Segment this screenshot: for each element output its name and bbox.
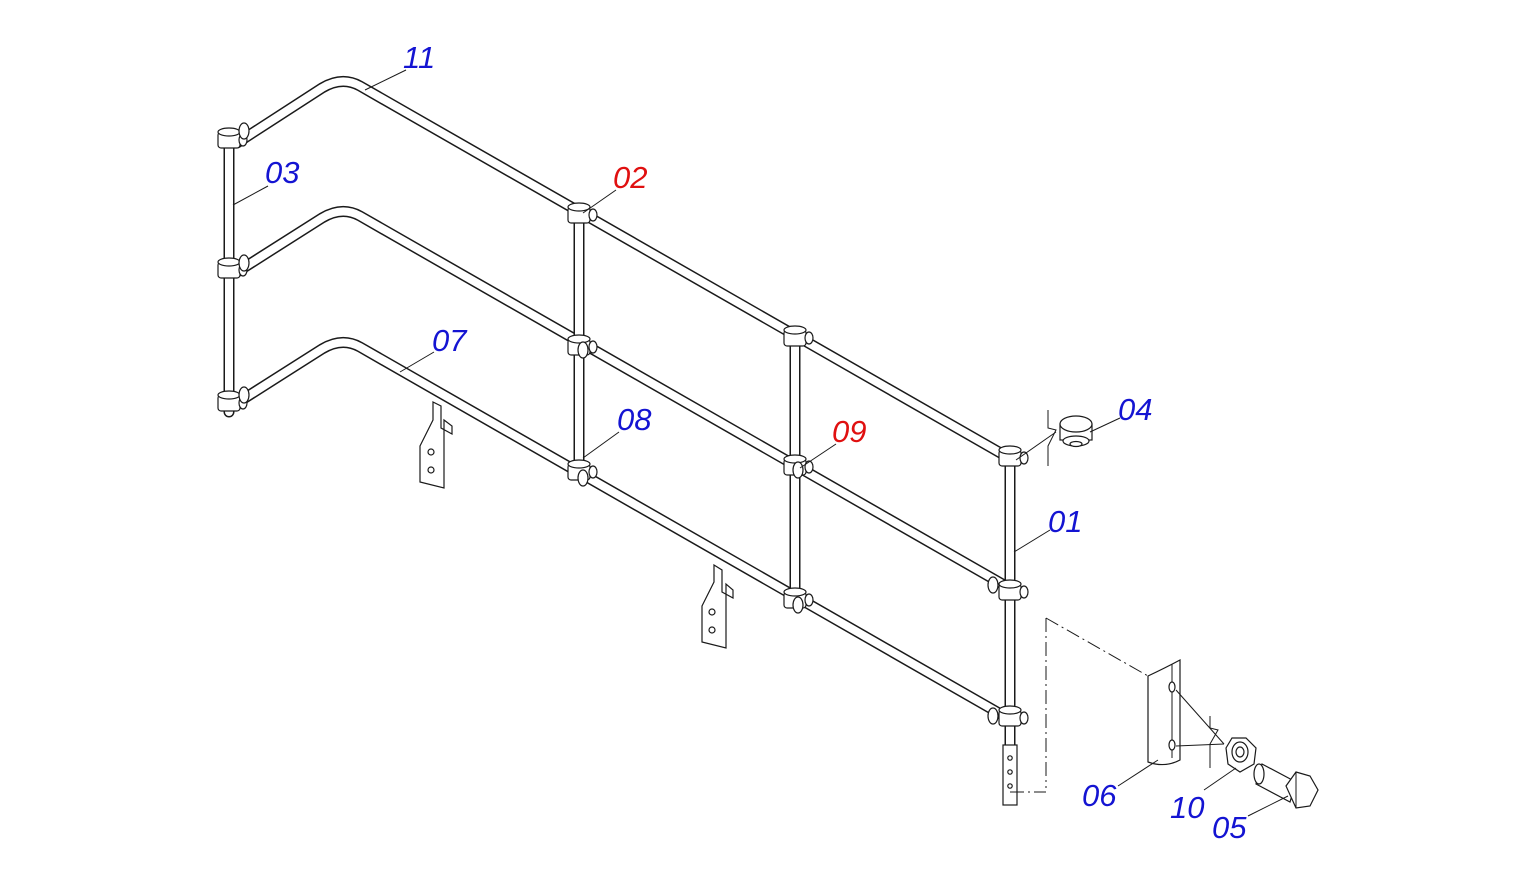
callout-10: 10 [1170,790,1205,825]
mounting-bracket [419,401,453,489]
clamp-fitting [783,325,814,347]
hex-bolt [1253,763,1319,809]
callout-leader [582,189,617,214]
axis-line [1015,431,1057,461]
callout-03: 03 [265,155,300,190]
rail-clamp-collar [987,707,999,725]
callout-02: 02 [613,160,648,195]
post-foot-hole [1007,783,1013,789]
hex-nut [1225,737,1257,773]
base-plate [1147,659,1181,766]
clamp-fitting [998,579,1029,601]
callout-06: 06 [1082,778,1117,813]
axis-line [1175,743,1225,747]
top-rail-fill [233,77,1008,459]
callout-07: 07 [432,323,467,358]
clamp-fitting [998,445,1029,467]
middle-rail [231,206,1010,591]
clamp-fitting [217,390,248,412]
callout-leader [582,431,620,459]
callout-11: 11 [403,40,436,75]
middle-rail-fill [233,207,1008,589]
callout-leader [1203,767,1237,791]
post-foot-hole [1007,769,1013,775]
callout-leader [1117,759,1159,787]
top-rail [231,76,1010,461]
post-foot [1002,744,1018,806]
clamp-fitting [217,127,248,149]
rail-clamp-collar [238,386,250,404]
axis-line [1175,689,1225,745]
post-foot-hole [1007,755,1013,761]
callout-leader [364,69,407,91]
callout-leader [232,185,269,206]
callout-05: 05 [1212,810,1247,845]
rail-clamp-collar [238,122,250,140]
callout-leader [799,443,837,469]
center-line [1045,617,1149,677]
callout-leader [1013,529,1051,553]
end-cap [1059,415,1093,448]
clamp-fitting [998,705,1029,727]
rail-clamp-collar [792,596,804,614]
rail-clamp-collar [577,341,589,359]
callout-leader [1089,417,1121,433]
rail-clamp-collar [792,461,804,479]
mounting-bracket [701,563,734,649]
bottom-rail [231,337,1010,722]
rail-clamp-collar [577,469,589,487]
rail-clamp-collar [987,576,999,594]
break-mark [1209,716,1219,768]
rail-clamp-collar [238,254,250,272]
bottom-rail-fill [233,338,1008,720]
callout-09: 09 [832,414,867,449]
callout-08: 08 [617,402,652,437]
clamp-fitting [567,202,598,224]
break-mark [1047,410,1057,466]
callout-leader [1247,795,1289,817]
callout-leader [399,351,435,373]
callout-04: 04 [1118,392,1153,427]
callout-01: 01 [1048,504,1083,539]
